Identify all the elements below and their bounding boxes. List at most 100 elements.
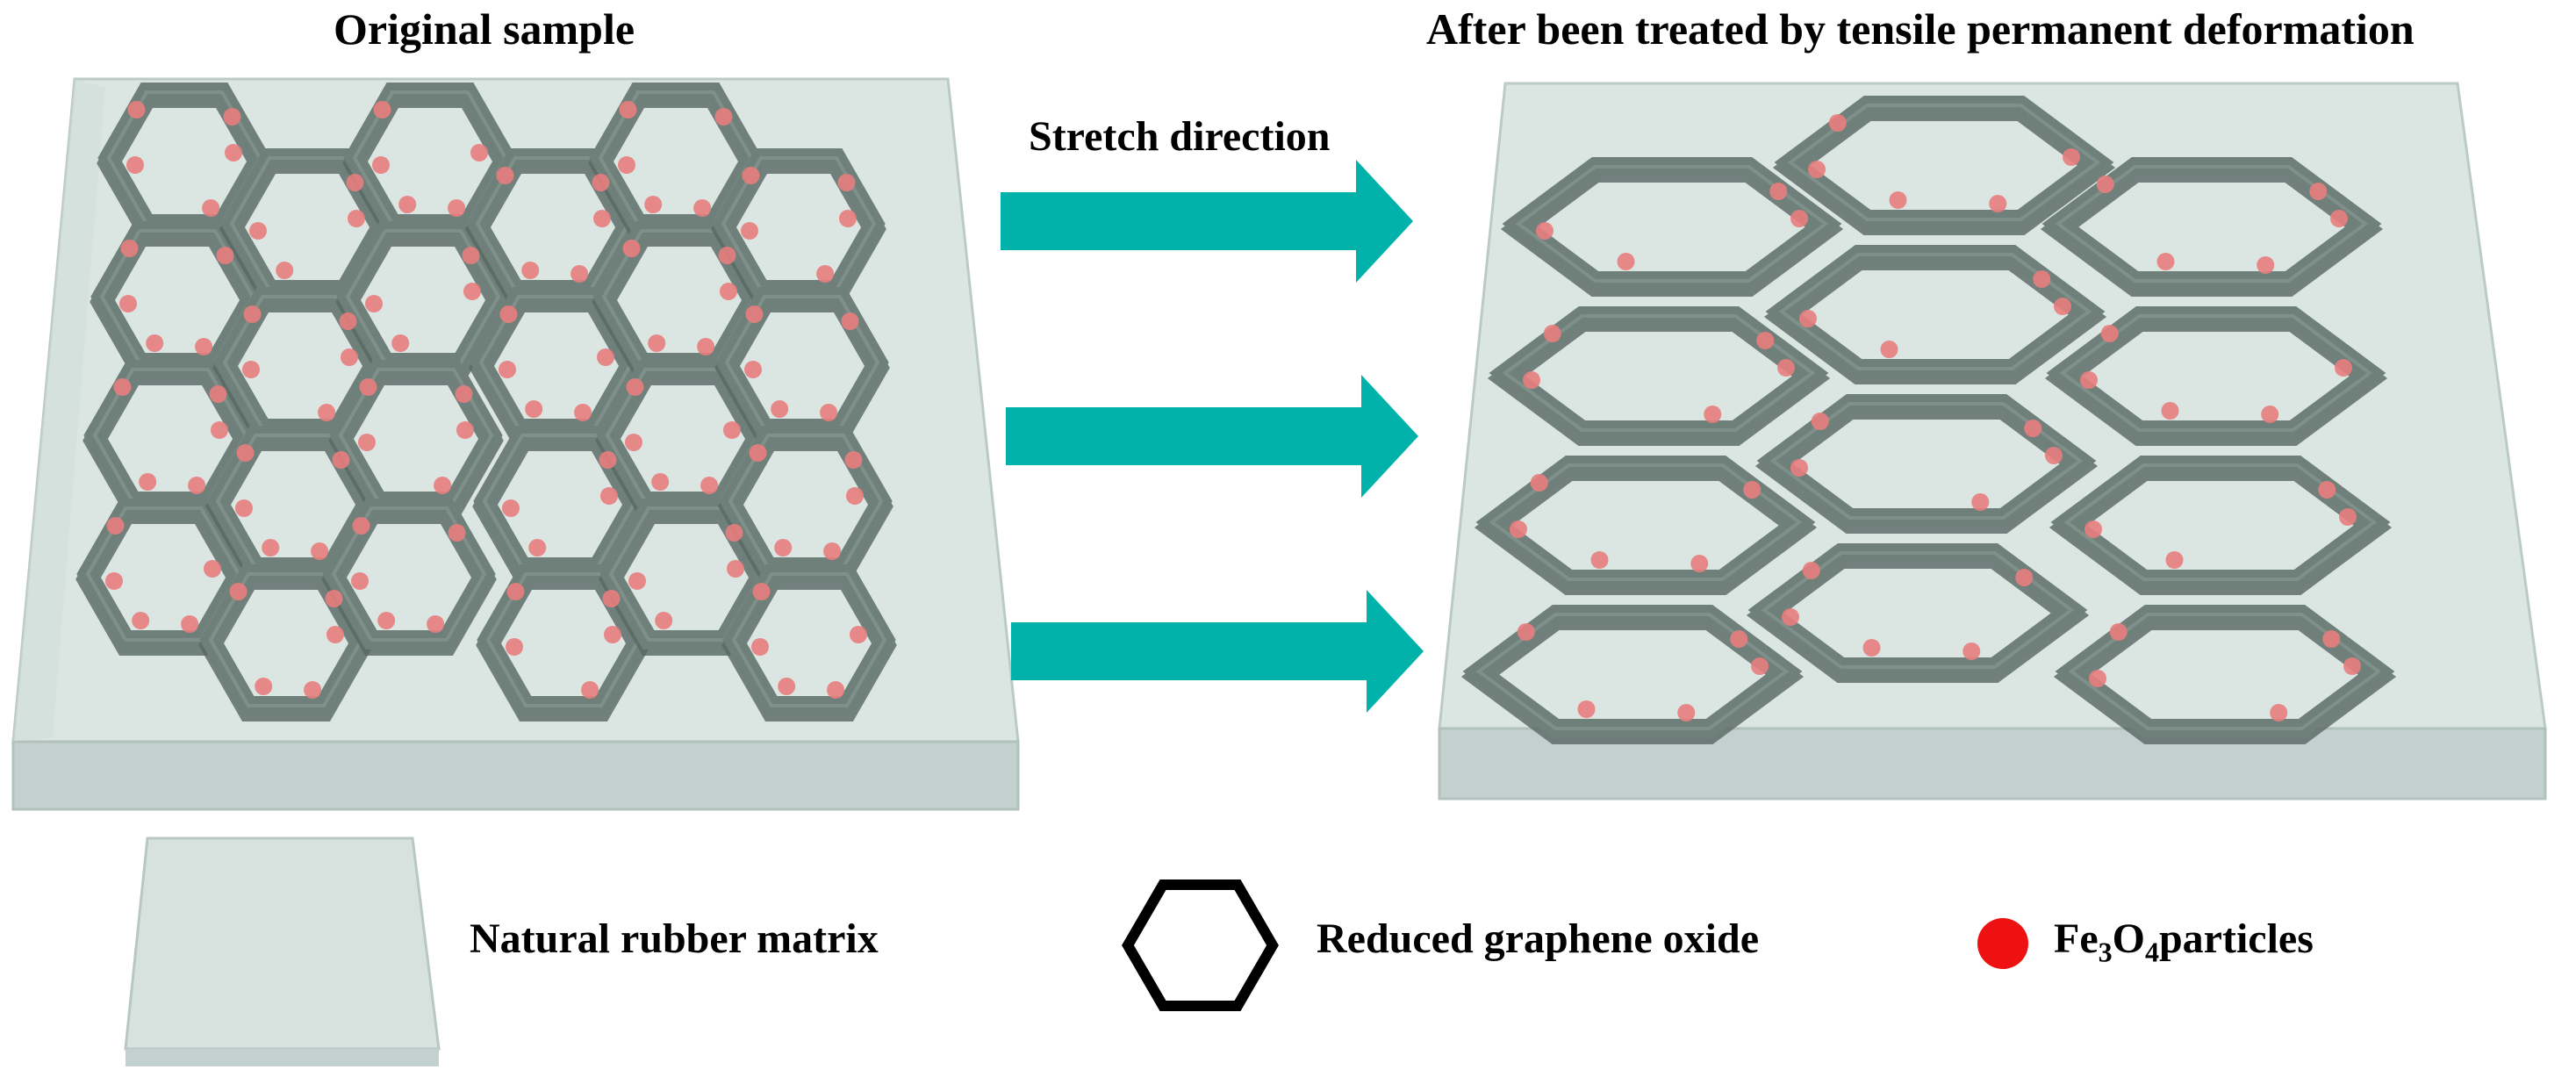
fe3o4-particle	[1777, 359, 1795, 377]
fe3o4-particle	[574, 404, 592, 421]
fe3o4-particle	[255, 678, 273, 695]
original-sample-title: Original sample	[334, 4, 635, 54]
original-fe3o4-particles	[105, 101, 867, 699]
fe3o4-particle	[2335, 359, 2352, 377]
fe3o4-particle	[1989, 195, 2007, 212]
fe3o4-particle	[1536, 222, 1553, 240]
fe3o4-particle	[2033, 270, 2051, 288]
fe3o4-particle	[377, 612, 396, 629]
fe3o4-particle	[651, 473, 670, 491]
treated-graphene-cell	[2040, 157, 2384, 297]
fe3o4-particle	[823, 542, 842, 560]
fe3o4-particle	[1523, 371, 1540, 389]
treated-graphene-cell	[1474, 456, 1818, 595]
fe3o4-particle	[2343, 657, 2361, 675]
fe3o4-particle	[741, 222, 758, 240]
stretch-arrow	[1011, 590, 1424, 713]
o-symbol: O	[2112, 915, 2145, 962]
fe3o4-particle	[1617, 253, 1635, 270]
fe3o4-particle	[846, 487, 864, 505]
fe3o4-particle	[2080, 371, 2098, 389]
fe3o4-particle	[622, 240, 641, 257]
fe3o4-particle	[352, 517, 370, 535]
fe3o4-particle	[827, 681, 845, 699]
fe3o4-particle	[1769, 183, 1788, 200]
fe3o4-particle	[506, 638, 523, 656]
fe3o4-particle	[506, 583, 525, 600]
treated-graphene-cell	[1500, 157, 1844, 297]
fe3o4-particle	[1962, 643, 1981, 660]
fe3o4-particle	[448, 199, 466, 217]
fe3o4-particle	[597, 348, 614, 366]
fe3o4-particle	[700, 477, 719, 494]
fe3o4-particle	[1510, 520, 1527, 538]
fe3o4-particle	[318, 404, 336, 421]
fe3o4-particle	[105, 572, 123, 590]
fe3o4-particle	[2339, 508, 2357, 526]
fe3o4-particle	[625, 434, 642, 451]
fe3o4-particle	[132, 612, 150, 629]
fe3o4-particle	[2045, 447, 2063, 464]
fe3o4-particle	[106, 517, 125, 535]
fe3o4-particle	[304, 681, 322, 699]
fe3o4-particle	[341, 348, 358, 366]
fe3o4-particle	[604, 626, 621, 643]
treated-graphene-cell	[2049, 456, 2393, 595]
fe3o4-particle	[1730, 630, 1748, 648]
fe3o4-particle	[236, 444, 255, 462]
fe3o4-particle	[655, 612, 673, 629]
fe3o4-particle	[2063, 148, 2080, 166]
fe3o4-particle	[2261, 406, 2279, 423]
fe3o4-particle	[434, 477, 452, 494]
fe3o4-particle	[276, 262, 294, 279]
fe3o4-particle	[2322, 630, 2341, 648]
fe3o4-particle	[1677, 704, 1696, 721]
fe3o4-particle	[850, 626, 867, 643]
fe3o4-particle	[448, 524, 466, 542]
fe3o4-particle	[181, 615, 199, 633]
fe3o4-particle	[837, 174, 856, 191]
treated-fe3o4-particles	[1510, 114, 2361, 721]
fe3o4-particle	[2161, 402, 2179, 420]
fe3o4-particle	[570, 265, 589, 283]
fe3o4-particle	[844, 451, 863, 469]
fe3o4-particle	[455, 385, 473, 403]
fe3o4-particle	[714, 108, 733, 126]
fe3o4-particle	[839, 210, 857, 227]
fe3o4-particle	[1543, 325, 1561, 342]
fe3o4-particle	[528, 539, 547, 556]
original-graphene-network	[75, 83, 897, 721]
treated-graphene-network	[1460, 96, 2397, 744]
legend-fe3o4-label: Fe3O4particles	[2054, 915, 2314, 969]
fe3o4-particle	[311, 542, 329, 560]
fe3o4-particle	[2100, 325, 2119, 342]
fe3o4-particle	[216, 247, 234, 264]
fe3o4-particle	[745, 305, 764, 323]
stretch-direction-label: Stretch direction	[1029, 113, 1331, 160]
fe3o4-particle	[820, 404, 838, 421]
fe3o4-particle	[2084, 520, 2102, 538]
fe3o4-particle	[599, 451, 617, 469]
fe3o4-particle	[502, 499, 520, 517]
fe3o4-particle	[223, 108, 241, 126]
legend-graphene-label: Reduced graphene oxide	[1317, 915, 1759, 962]
fe3o4-particle	[1704, 406, 1722, 423]
fe3o4-particle	[427, 615, 445, 633]
fe3o4-particle	[372, 156, 390, 174]
fe3o4-particle	[188, 477, 206, 494]
fe3o4-particle	[602, 590, 621, 607]
legend-hexagon-icon	[1122, 879, 1279, 1011]
fe3o4-particle	[1530, 474, 1548, 492]
legend-matrix-swatch	[124, 836, 441, 1066]
fe3o4-particle	[119, 295, 137, 312]
fe3o4-particle	[693, 199, 712, 217]
fe-symbol: Fe	[2054, 915, 2099, 962]
fe3o4-particle	[697, 338, 715, 355]
fe3o4-particle	[2089, 670, 2106, 687]
o-subscript: 4	[2144, 936, 2159, 968]
fe3o4-particle	[499, 361, 516, 378]
fe3o4-particle	[628, 572, 646, 590]
fe3o4-particle	[1808, 161, 1826, 178]
fe3o4-particle	[618, 156, 635, 174]
